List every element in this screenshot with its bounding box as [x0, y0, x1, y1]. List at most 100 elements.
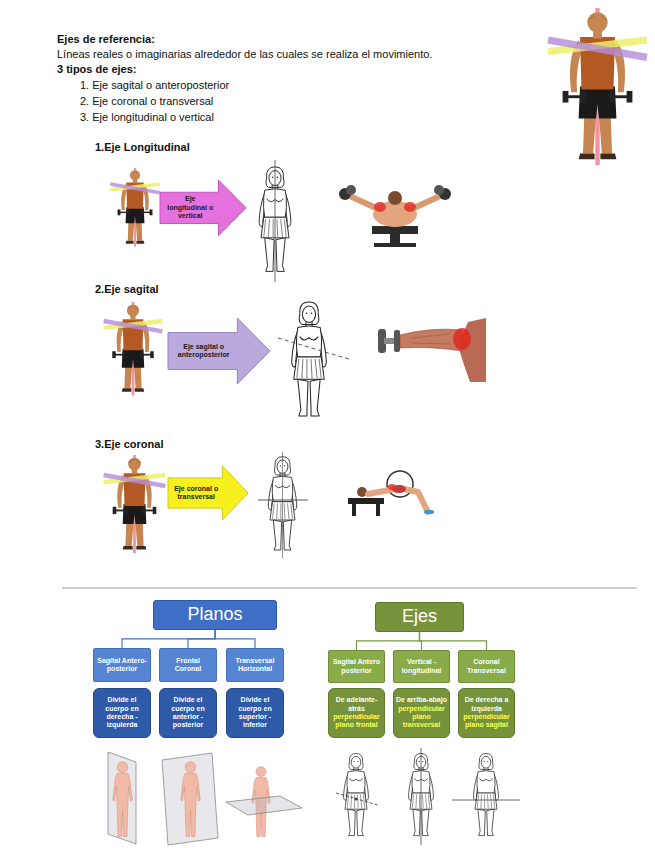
node-text: De arriba-abajo — [396, 696, 447, 704]
arrow-fill — [168, 466, 248, 520]
label-slot: 2. Eje coronal o transversal — [80, 95, 213, 108]
text-group: Divide el cuerpo en anterior - posterior — [160, 694, 216, 732]
section-heading: 1.Eje Longitudinal — [95, 141, 190, 154]
text-group: Planos — [154, 602, 276, 628]
hierarchy-box: Vertical - longitudinal — [393, 650, 450, 683]
section-heading: 3 tipos de ejes: — [57, 63, 136, 76]
arrow-fill — [168, 318, 270, 384]
hierarchy-box: Sagital Antero posterior — [328, 650, 385, 683]
model-figure — [548, 8, 647, 165]
text-group: De arriba-abajoperpendicular plano trans… — [394, 694, 449, 732]
node-text: Divide el cuerpo en anterior - posterior — [162, 696, 214, 730]
text-group: Vertical - longitudinal — [394, 656, 449, 677]
outline-figure — [258, 160, 352, 558]
label-slot: 3 tipos de ejes: — [57, 63, 136, 76]
hierarchy-box: De derecha a izquierdaperpendicular plan… — [458, 688, 515, 738]
arrow-fill — [160, 180, 246, 236]
hierarchy-box: Coronal Transversal — [458, 650, 515, 683]
hierarchy-box: De adelante-atrásperpendicular plano fro… — [328, 688, 385, 738]
exercise-lateral-raise — [378, 318, 486, 382]
text-group: Divide el cuerpo en superior - inferior — [227, 694, 283, 732]
text-group: Eje longitudinal o vertical — [165, 195, 215, 220]
hierarchy-box: De arriba-abajoperpendicular plano trans… — [393, 688, 450, 738]
label-slot: Líneas reales o imaginarias alrededor de… — [57, 48, 432, 61]
connector-line — [420, 632, 487, 650]
exercise-fly — [339, 185, 451, 247]
axis-line — [275, 160, 276, 282]
section-heading: 2.Eje sagital — [95, 283, 159, 296]
axis-line — [278, 338, 352, 360]
body-figure — [181, 762, 201, 837]
separator-rule — [62, 588, 637, 589]
node-text: De adelante-atrás — [331, 696, 382, 713]
outline-figure — [344, 753, 369, 835]
hierarchy-box: Sagital Antero-posterior — [93, 648, 151, 682]
arrow-shape: Eje coronal o transversal — [168, 466, 248, 520]
node-text: Eje longitudinal o vertical — [165, 195, 215, 220]
label-slot: 1.Eje Longitudinal — [95, 141, 190, 154]
body-text: 2. Eje coronal o transversal — [80, 95, 213, 108]
text-group: Divide el cuerpo en derecha - izquierda — [94, 694, 150, 732]
text-group: De derecha a izquierdaperpendicular plan… — [459, 694, 514, 732]
body-text: 1. Eje sagital o anteroposterior — [80, 79, 229, 92]
connector-line — [357, 632, 420, 650]
text-group: Transversal Horizontal — [227, 655, 283, 676]
section-heading: 3.Eje coronal — [95, 438, 163, 451]
hierarchy-box: Planos — [153, 600, 277, 630]
node-text: perpendicular plano transversal — [396, 705, 447, 730]
node-text: Eje sagital o anteroposterior — [173, 343, 234, 360]
label-slot: 1. Eje sagital o anteroposterior — [80, 79, 229, 92]
axis-figure — [336, 748, 520, 845]
node-text: Vertical - longitudinal — [396, 658, 447, 675]
node-text: Transversal Horizontal — [229, 657, 281, 674]
node-text: Coronal Transversal — [461, 658, 512, 675]
node-text: Divide el cuerpo en derecha - izquierda — [96, 696, 148, 730]
body-text: 3. Eje longitudinal o vertical — [80, 111, 214, 124]
node-text: Eje coronal o transversal — [173, 485, 219, 502]
text-group: Ejes — [376, 604, 463, 630]
label-slot: 2.Eje sagital — [95, 283, 159, 296]
title-slot: Ejes de referencia: — [57, 33, 155, 46]
text-group: Sagital Antero posterior — [329, 656, 384, 677]
plane-figure — [108, 752, 302, 845]
connector-line — [188, 630, 215, 648]
node-text: Planos — [156, 604, 274, 626]
body-text: Líneas reales o imaginarias alrededor de… — [57, 48, 432, 61]
connector-line — [215, 630, 255, 648]
node-text: Sagital Antero-posterior — [96, 657, 148, 674]
axis-line — [282, 452, 283, 558]
text-group: Sagital Antero-posterior — [94, 655, 150, 676]
node-text: Sagital Antero posterior — [331, 658, 382, 675]
hierarchy-box: Transversal Horizontal — [226, 648, 284, 682]
text-group: Frontal Coronal — [160, 655, 216, 676]
outline-figure — [474, 753, 499, 835]
hierarchy-box: Ejes — [375, 602, 464, 632]
text-group: De adelante-atrásperpendicular plano fro… — [329, 694, 384, 732]
label-slot: 3.Eje coronal — [95, 438, 163, 451]
arrow-shape: Eje longitudinal o vertical — [160, 180, 246, 236]
text-group: Eje coronal o transversal — [173, 485, 219, 502]
node-text: perpendicular plano frontal — [331, 713, 382, 730]
node-text: perpendicular plano sagital — [461, 713, 512, 730]
body-figure — [113, 762, 133, 837]
page-title: Ejes de referencia: — [57, 33, 155, 46]
hierarchy-box: Frontal Coronal — [159, 648, 217, 682]
outline-figure — [292, 302, 327, 416]
node-text: Frontal Coronal — [162, 657, 214, 674]
node-text: Ejes — [378, 606, 461, 628]
text-group: Eje sagital o anteroposterior — [173, 343, 234, 360]
model-figure — [104, 455, 166, 553]
hierarchy-box: Divide el cuerpo en derecha - izquierda — [93, 688, 151, 738]
hierarchy-box: Divide el cuerpo en superior - inferior — [226, 688, 284, 738]
node-text: Divide el cuerpo en superior - inferior — [229, 696, 281, 730]
model-figure — [104, 302, 163, 395]
label-slot: 3. Eje longitudinal o vertical — [80, 111, 214, 124]
model-figure — [110, 168, 159, 247]
node-text: De derecha a izquierda — [461, 696, 512, 713]
axis-line — [258, 500, 308, 501]
connector-line — [122, 630, 215, 648]
text-group: Coronal Transversal — [459, 656, 514, 677]
arrow-shape: Eje sagital o anteroposterior — [168, 318, 270, 384]
hierarchy-box: Divide el cuerpo en anterior - posterior — [159, 688, 217, 738]
